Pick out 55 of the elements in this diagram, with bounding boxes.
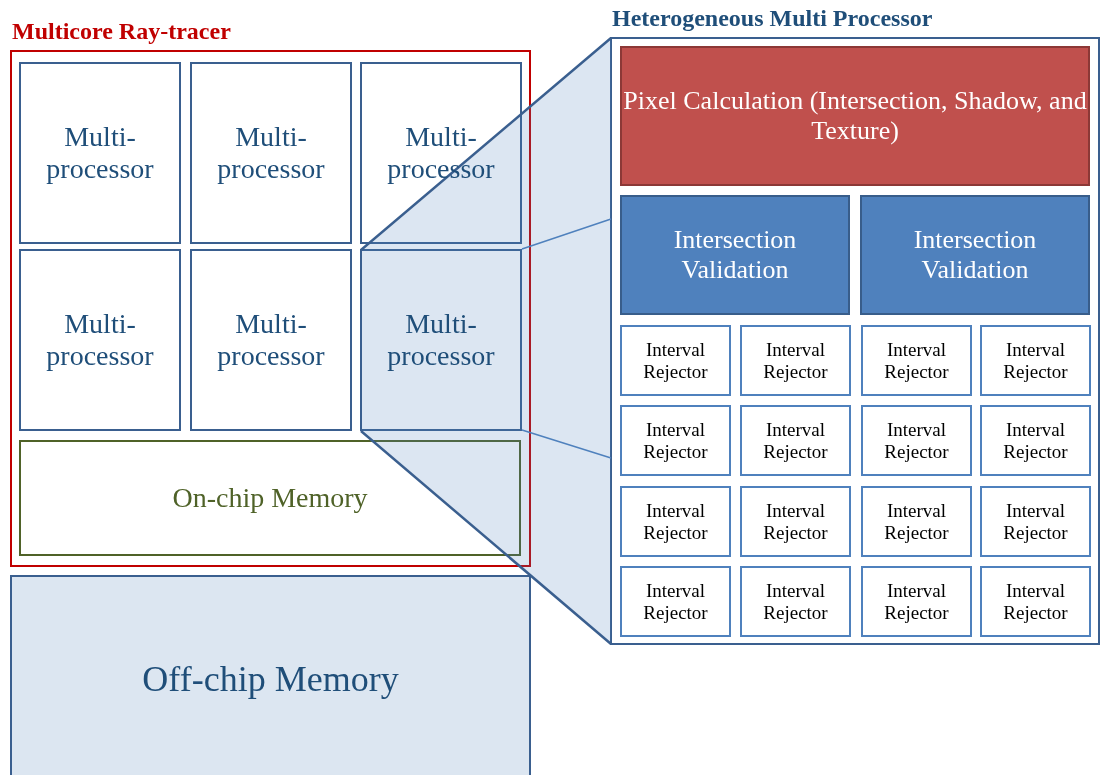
processor-box <box>19 62 181 244</box>
box-label: Multi- processor <box>45 120 155 186</box>
box-label: Interval Rejector <box>642 418 709 463</box>
rejector-box <box>861 486 972 557</box>
processor-box <box>190 62 352 244</box>
rejector-box <box>620 566 731 637</box>
rejector-box <box>861 325 972 396</box>
box-label: Interval Rejector <box>1002 499 1069 544</box>
processor-box <box>360 62 522 244</box>
processor-box <box>360 249 522 431</box>
box-label: Interval Rejector <box>642 499 709 544</box>
validation-box <box>620 195 850 315</box>
rejector-box <box>620 405 731 476</box>
group-title: Multicore Ray-tracer <box>12 18 231 45</box>
rejector-box <box>980 405 1091 476</box>
box-label: Interval Rejector <box>762 499 829 544</box>
box-label: Interval Rejector <box>762 338 829 383</box>
box-label: On-chip Memory <box>172 481 368 515</box>
rejector-box <box>740 325 851 396</box>
rejector-box <box>980 566 1091 637</box>
calculation-box <box>620 46 1090 186</box>
processor-box <box>190 249 352 431</box>
box-label: Interval Rejector <box>642 338 709 383</box>
box-label: Interval Rejector <box>1002 579 1069 624</box>
box-label: Interval Rejector <box>1002 418 1069 463</box>
rejector-box <box>861 405 972 476</box>
rejector-box <box>740 486 851 557</box>
box-label: Interval Rejector <box>1002 338 1069 383</box>
box-label: Interval Rejector <box>883 499 950 544</box>
validation-box <box>860 195 1090 315</box>
box-label: Intersection Validation <box>912 225 1038 285</box>
box-label: Multi- processor <box>216 120 326 186</box>
memory-box <box>19 440 521 556</box>
rejector-box <box>740 405 851 476</box>
rejector-box <box>980 486 1091 557</box>
memory-box <box>10 575 531 775</box>
rejector-box <box>620 486 731 557</box>
box-label: Multi- processor <box>45 307 155 373</box>
box-label: Interval Rejector <box>883 579 950 624</box>
box-label: Multi- processor <box>216 307 326 373</box>
box-label: Interval Rejector <box>762 418 829 463</box>
rejector-box <box>861 566 972 637</box>
box-label: Intersection Validation <box>672 225 798 285</box>
box-label: Multi- processor <box>386 307 496 373</box>
rejector-box <box>740 566 851 637</box>
rejector-box <box>620 325 731 396</box>
processor-box <box>19 249 181 431</box>
box-label: Interval Rejector <box>642 579 709 624</box>
group-title: Heterogeneous Multi Processor <box>612 5 933 32</box>
box-label: Interval Rejector <box>762 579 829 624</box>
box-label: Interval Rejector <box>883 338 950 383</box>
rejector-box <box>980 325 1091 396</box>
box-label: Off-chip Memory <box>142 659 399 701</box>
box-label: Interval Rejector <box>883 418 950 463</box>
box-label: Pixel Calculation (Intersection, Shadow, and Texture) <box>622 86 1088 146</box>
